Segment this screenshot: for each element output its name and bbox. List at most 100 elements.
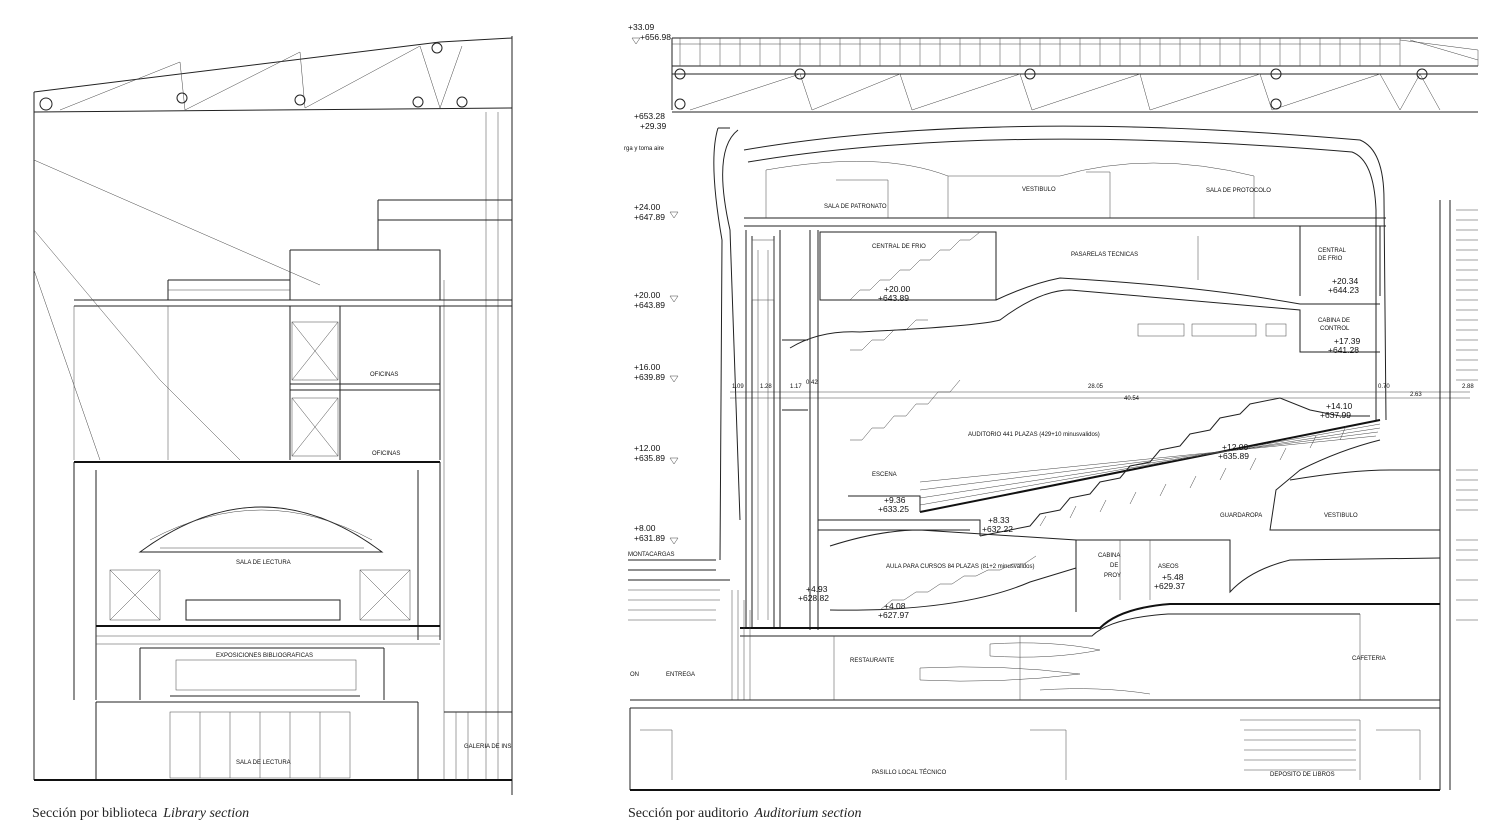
level-abs: +635.89: [634, 453, 665, 463]
label-cabina-proy-b: DE: [1110, 563, 1118, 569]
truss-node-icon: [176, 92, 188, 104]
level-abs: +635.89: [1218, 451, 1249, 461]
level-rel: +4.08: [884, 601, 906, 611]
level-rel: +12.00: [634, 443, 661, 453]
level-abs: +29.39: [640, 121, 667, 131]
level-rel: +12.00: [1222, 442, 1249, 452]
level-rel: +653.28: [634, 111, 665, 121]
level-marks-left: +33.09 +656.98 +653.28 +29.39 +24.00 +64…: [628, 22, 679, 545]
label-sala-protocolo: SALA DE PROTOCOLO: [1206, 188, 1271, 194]
dimension-label: 1.09: [732, 384, 744, 390]
level-abs: +628.82: [798, 593, 829, 603]
label-cabina-control-a: CABINA DE: [1318, 318, 1350, 324]
level-rel: +5.48: [1162, 572, 1184, 582]
label-pasillo: PASILLO LOCAL TÉCNICO: [872, 769, 947, 776]
caption-auditorium-es: Sección por auditorio: [628, 806, 749, 821]
truss-node-icon: [39, 97, 53, 111]
level-rel: +33.09: [628, 22, 655, 32]
label-montacargas: MONTACARGAS: [628, 552, 675, 558]
label-carga: rga y toma aire: [624, 146, 665, 152]
level-triangle-icon: [631, 37, 641, 45]
level-rel: +8.33: [988, 515, 1010, 525]
label-sala-lectura-1: SALA DE LECTURA: [236, 560, 291, 566]
label-pasarelas: PASARELAS TECNICAS: [1071, 252, 1138, 258]
level-abs: +643.89: [634, 300, 665, 310]
label-on: ON: [630, 672, 639, 678]
dimension-label: 2.63: [1410, 392, 1422, 398]
truss-node-icon: [1270, 98, 1282, 110]
level-abs: +631.89: [634, 533, 665, 543]
dimension-label: 0.70: [1378, 384, 1390, 390]
level-rel: +9.36: [884, 495, 906, 505]
level-abs: +647.89: [634, 212, 665, 222]
label-cafeteria: CAFETERIA: [1352, 656, 1386, 662]
label-auditorio: AUDITORIO 441 PLAZAS (429+10 minusvalido…: [968, 432, 1100, 438]
label-cabina-control-b: CONTROL: [1320, 326, 1350, 332]
truss-node-icon: [794, 68, 806, 80]
level-abs: +656.98: [640, 32, 671, 42]
level-rel: +14.10: [1326, 401, 1353, 411]
level-rel: +17.39: [1334, 336, 1361, 346]
level-rel: +20.00: [634, 290, 661, 300]
level-abs: +637.99: [1320, 410, 1351, 420]
dimension-label: 0.42: [806, 380, 818, 386]
label-escena: ESCENA: [872, 472, 897, 478]
auditorium-section-drawing: [628, 37, 1479, 791]
label-restaurante: RESTAURANTE: [850, 658, 894, 664]
level-rel: +8.00: [634, 523, 656, 533]
label-galeria: GALERIA DE INS: [464, 744, 511, 750]
label-guardaropa: GUARDAROPA: [1220, 513, 1262, 519]
label-cabina-proy-a: CABINA: [1098, 553, 1120, 559]
level-abs: +639.89: [634, 372, 665, 382]
label-entrega: ENTREGA: [666, 672, 695, 678]
level-rel: +24.00: [634, 202, 661, 212]
dimension-label: 1.28: [760, 384, 772, 390]
level-abs: +627.97: [878, 610, 909, 620]
label-exposiciones: EXPOSICIONES BIBLIOGRAFICAS: [216, 653, 313, 659]
level-abs: +641.28: [1328, 345, 1359, 355]
level-rel: +4.93: [806, 584, 828, 594]
label-vestibulo-top: VESTIBULO: [1022, 187, 1056, 193]
truss-node-icon: [456, 96, 468, 108]
level-abs: +632.22: [982, 524, 1013, 534]
label-central-frio-1: CENTRAL DE FRIO: [872, 244, 926, 250]
caption-library-en: Library section: [163, 806, 250, 821]
label-central-frio-2b: DE FRIO: [1318, 256, 1343, 262]
dimension-label: 40.54: [1124, 396, 1140, 402]
truss-node-icon: [431, 42, 443, 54]
label-deposito: DEPOSITO DE LIBROS: [1270, 772, 1335, 778]
label-vestibulo-mid: VESTIBULO: [1324, 513, 1358, 519]
label-cabina-proy-c: PROY: [1104, 573, 1121, 579]
level-abs: +643.89: [878, 293, 909, 303]
dimension-label: 1.17: [790, 384, 802, 390]
dimension-values: 1.09 1.28 1.17 0.42 28.05 40.54 0.70 2.6…: [732, 380, 1474, 402]
dimension-label: 28.05: [1088, 384, 1104, 390]
level-rel: +16.00: [634, 362, 661, 372]
truss-node-icon: [1270, 68, 1282, 80]
caption-library-es: Sección por biblioteca: [32, 806, 158, 821]
label-sala-patronato: SALA DE PATRONATO: [824, 204, 887, 210]
dimension-label: 2.88: [1462, 384, 1474, 390]
truss-node-icon: [674, 68, 686, 80]
caption-auditorium: Sección por auditorio Auditorium section: [628, 806, 861, 822]
label-central-frio-2a: CENTRAL: [1318, 248, 1347, 254]
truss-node-icon: [1416, 68, 1428, 80]
level-abs: +629.37: [1154, 581, 1185, 591]
label-oficinas-1: OFICINAS: [370, 372, 398, 378]
label-aseos: ASEOS: [1158, 564, 1179, 570]
level-rel: +20.34: [1332, 276, 1359, 286]
caption-library: Sección por biblioteca Library section: [32, 806, 249, 822]
truss-node-icon: [1024, 68, 1036, 80]
truss-node-icon: [412, 96, 424, 108]
level-marks-inner: +20.00 +643.89 +20.34 +644.23 +17.39 +64…: [798, 276, 1361, 620]
truss-node-icon: [294, 94, 306, 106]
level-rel: +20.00: [884, 284, 911, 294]
library-section-drawing: [33, 36, 513, 795]
label-oficinas-2: OFICINAS: [372, 451, 400, 457]
level-abs: +644.23: [1328, 285, 1359, 295]
caption-auditorium-en: Auditorium section: [754, 806, 862, 821]
label-aula: AULA PARA CURSOS 84 PLAZAS (81+2 minusva…: [886, 564, 1034, 570]
label-sala-lectura-2: SALA DE LECTURA: [236, 760, 291, 766]
truss-node-icon: [674, 98, 686, 110]
